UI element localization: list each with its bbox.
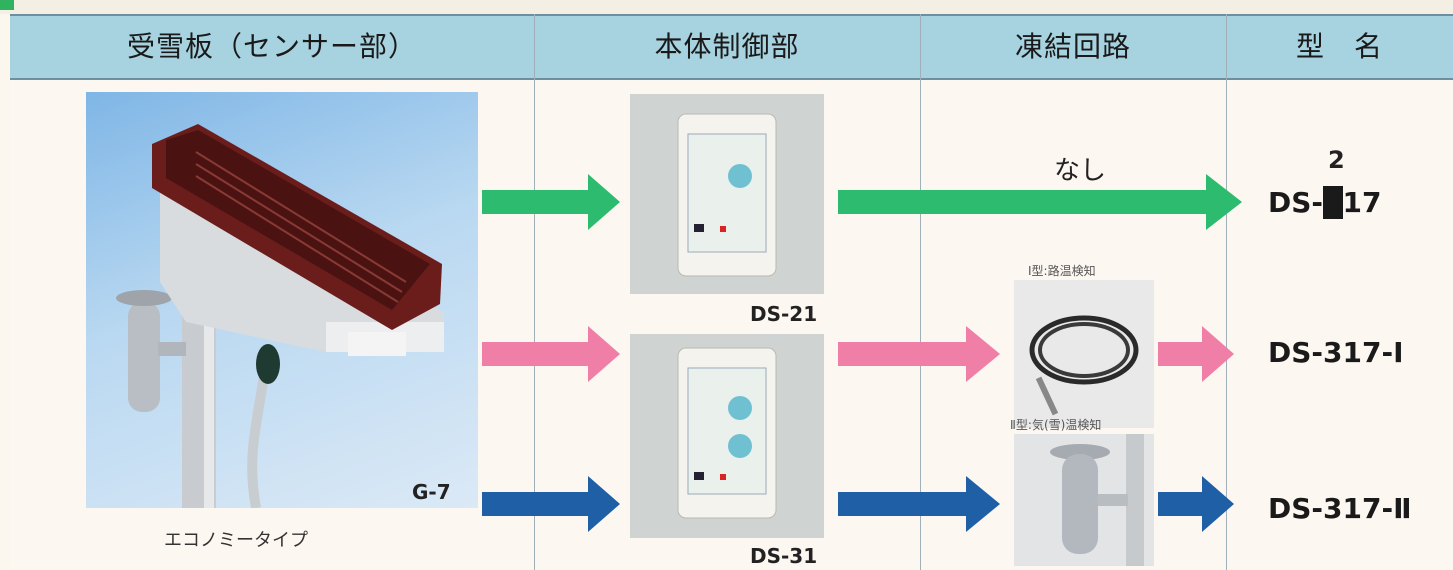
pink-arrow-3 [1158,326,1234,382]
model-name-row2: DS-317-Ⅰ [1268,336,1404,369]
table-header: 受雪板（センサー部） 本体制御部 凍結回路 型 名 [10,14,1453,80]
header-model-name: 型 名 [1295,30,1383,63]
model-revision-note: 2 [1328,146,1345,174]
blue-arrow-1 [482,476,620,532]
air-temp-sensor-photo [1014,434,1154,566]
sensor-caption: エコノミータイプ [164,530,308,551]
product-table: 受雪板（センサー部） 本体制御部 凍結回路 型 名 [10,14,1453,570]
freeze-none-label: なし [1054,156,1107,186]
top-strip [0,0,1453,14]
air-sensor-illustration [1050,434,1144,566]
header-freeze-circuit: 凍結回路 [1014,30,1131,63]
controller-model-ds21: DS-21 [750,302,818,326]
pink-arrow-2 [838,326,1000,382]
green-arrow-2 [838,174,1242,230]
snow-sensor-illustration [116,124,444,508]
controller-model-ds31: DS-31 [750,544,818,568]
model-suffix: 17 [1342,186,1382,219]
blue-arrow-2 [838,476,1000,532]
column-divider [1226,14,1227,570]
model-struck-digit: 3 [1323,186,1343,219]
cable-sensor-illustration [1029,315,1139,416]
column-divider [920,14,921,570]
controller-illustration [677,113,777,277]
model-prefix: DS- [1268,186,1324,219]
header-sensor: 受雪板（センサー部） [126,30,417,63]
freeze-type2-label: Ⅱ型:気(雪)温検知 [1010,418,1102,432]
flow-arrows [482,174,1242,532]
model-name-row3: DS-317-Ⅱ [1268,492,1412,525]
controller-illustration [677,347,777,519]
section-marker [0,0,14,10]
controller-photo-ds31 [630,334,824,538]
pink-arrow-1 [482,326,620,382]
model-name-row1: DS-317 [1268,186,1381,219]
column-divider [534,14,535,570]
sensor-model-label: G-7 [412,480,451,504]
sensor-photo [86,92,478,508]
blue-arrow-3 [1158,476,1234,532]
header-controller: 本体制御部 [654,30,800,63]
freeze-type1-label: Ⅰ型:路温検知 [1028,264,1096,278]
road-temp-sensor-photo [1014,280,1154,428]
green-arrow-1 [482,174,620,230]
controller-photo-ds21 [630,94,824,294]
